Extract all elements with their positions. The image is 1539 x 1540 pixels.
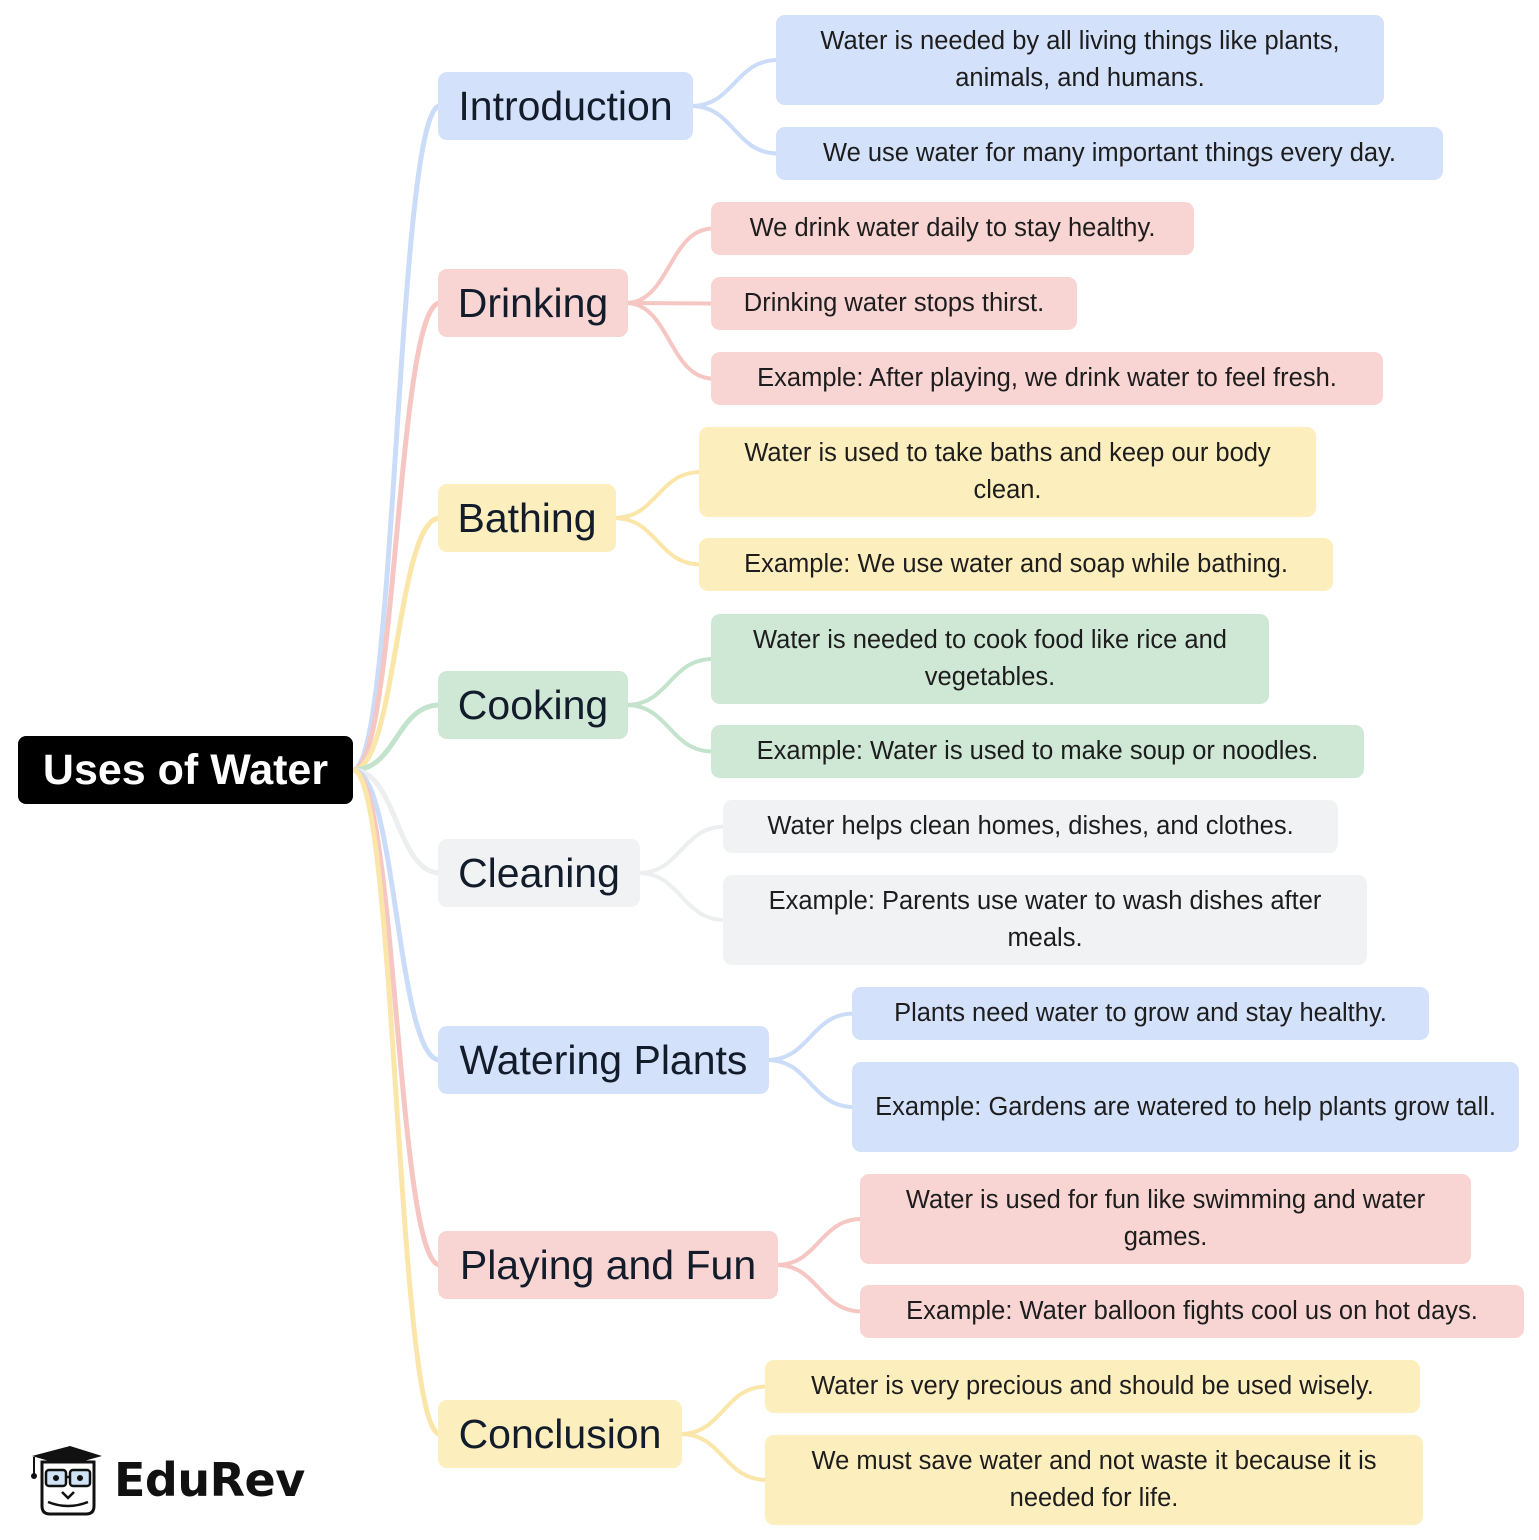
branch-introduction[interactable]: Introduction <box>438 72 693 140</box>
branch-leaf-connector <box>612 516 703 567</box>
leaf-text: Example: Parents use water to wash dishe… <box>768 887 1322 952</box>
leaf-node[interactable]: We drink water daily to stay healthy. <box>711 202 1194 255</box>
leaf-node[interactable]: Example: We use water and soap while bat… <box>699 538 1333 591</box>
branch-leaf-connector <box>678 1432 769 1482</box>
branch-label: Conclusion <box>458 1410 662 1457</box>
root-branch-connector <box>350 515 443 773</box>
branch-leaf-connector <box>624 301 715 381</box>
branch-leaf-connector <box>624 226 715 305</box>
leaf-node[interactable]: Example: Water balloon fights cool us on… <box>860 1285 1524 1338</box>
branch-cleaning[interactable]: Cleaning <box>438 839 640 907</box>
leaf-text: We drink water daily to stay healthy. <box>749 214 1156 242</box>
leaf-node[interactable]: Example: Gardens are watered to help pla… <box>852 1062 1519 1152</box>
branch-leaf-connector <box>678 1384 769 1436</box>
leaf-text: Water is needed by all living things lik… <box>820 27 1340 92</box>
leaf-node[interactable]: Water is used for fun like swimming and … <box>860 1174 1471 1264</box>
branch-label: Drinking <box>457 279 609 326</box>
branch-leaf-connector <box>689 104 780 156</box>
root-branch-connector <box>350 767 443 1437</box>
branch-label: Watering Plants <box>459 1036 748 1083</box>
leaf-text: Example: We use water and soap while bat… <box>744 550 1288 578</box>
leaf-text: Water is very precious and should be use… <box>811 1372 1374 1400</box>
root-node[interactable]: Uses of Water <box>18 736 353 804</box>
leaf-text: Example: Water is used to make soup or n… <box>756 737 1319 765</box>
leaf-node[interactable]: Water is very precious and should be use… <box>765 1360 1420 1413</box>
branch-leaf-connector <box>624 301 715 306</box>
branch-label: Introduction <box>458 82 673 129</box>
leaf-node[interactable]: Drinking water stops thirst. <box>711 277 1077 330</box>
root-branch-connector <box>350 767 443 876</box>
branch-leaf-connector <box>636 824 727 875</box>
leaf-text: Water is used for fun like swimming and … <box>905 1186 1426 1251</box>
branch-bathing[interactable]: Bathing <box>438 484 616 552</box>
leaf-text: We use water for many important things e… <box>822 139 1397 167</box>
root-branch-connector <box>350 300 443 773</box>
root-label: Uses of Water <box>42 745 329 794</box>
leaf-node[interactable]: Plants need water to grow and stay healt… <box>852 987 1429 1040</box>
branch-leaf-connector <box>765 1058 856 1109</box>
leaf-node[interactable]: We must save water and not waste it beca… <box>765 1435 1423 1525</box>
leaf-text: Example: Water balloon fights cool us on… <box>906 1297 1478 1325</box>
branch-playing-and-fun[interactable]: Playing and Fun <box>438 1231 778 1299</box>
branch-label: Playing and Fun <box>459 1241 757 1288</box>
root-branch-connector <box>350 103 443 773</box>
root-branch-connector <box>350 767 443 1063</box>
leaf-node[interactable]: Example: After playing, we drink water t… <box>711 352 1383 405</box>
leaf-text: Plants need water to grow and stay healt… <box>894 999 1387 1027</box>
branch-watering-plants[interactable]: Watering Plants <box>438 1026 769 1094</box>
leaf-node[interactable]: Example: Parents use water to wash dishe… <box>723 875 1367 965</box>
leaf-node[interactable]: Water is needed to cook food like rice a… <box>711 614 1269 704</box>
branch-conclusion[interactable]: Conclusion <box>438 1400 682 1468</box>
leaf-text: We must save water and not waste it beca… <box>811 1447 1377 1512</box>
leaf-text: Example: Gardens are watered to help pla… <box>875 1092 1496 1121</box>
leaf-node[interactable]: Water helps clean homes, dishes, and clo… <box>723 800 1338 853</box>
leaf-node[interactable]: Example: Water is used to make soup or n… <box>711 725 1364 778</box>
leaf-text: Water is used to take baths and keep our… <box>744 439 1271 504</box>
branch-leaf-connector <box>612 470 703 520</box>
branch-label: Cooking <box>457 681 609 728</box>
leaf-text: Water helps clean homes, dishes, and clo… <box>767 812 1294 840</box>
leaf-text: Water is needed to cook food like rice a… <box>753 626 1227 691</box>
graduate-owl-icon <box>31 1446 102 1516</box>
leaf-node[interactable]: We use water for many important things e… <box>776 127 1443 180</box>
branch-leaf-connector <box>624 703 715 754</box>
leaf-node[interactable]: Water is used to take baths and keep our… <box>699 427 1316 517</box>
root-branch-connector <box>350 702 443 773</box>
branch-leaf-connector <box>689 58 780 108</box>
logo-text: EduRev <box>114 1453 305 1507</box>
branch-leaf-connector <box>774 1263 864 1314</box>
branch-cooking[interactable]: Cooking <box>438 671 628 739</box>
leaf-text: Example: After playing, we drink water t… <box>757 364 1337 392</box>
branch-label: Bathing <box>457 494 597 541</box>
root-branch-connector <box>350 767 443 1268</box>
branch-leaf-connector <box>774 1217 864 1267</box>
branch-label: Cleaning <box>458 849 620 896</box>
branch-leaf-connector <box>624 657 715 707</box>
leaf-text: Drinking water stops thirst. <box>743 289 1045 317</box>
branch-leaf-connector <box>636 871 727 922</box>
branch-leaf-connector <box>765 1011 856 1062</box>
leaf-node[interactable]: Water is needed by all living things lik… <box>776 15 1384 105</box>
edurev-logo[interactable]: EduRev <box>26 1442 305 1518</box>
branch-drinking[interactable]: Drinking <box>438 269 628 337</box>
